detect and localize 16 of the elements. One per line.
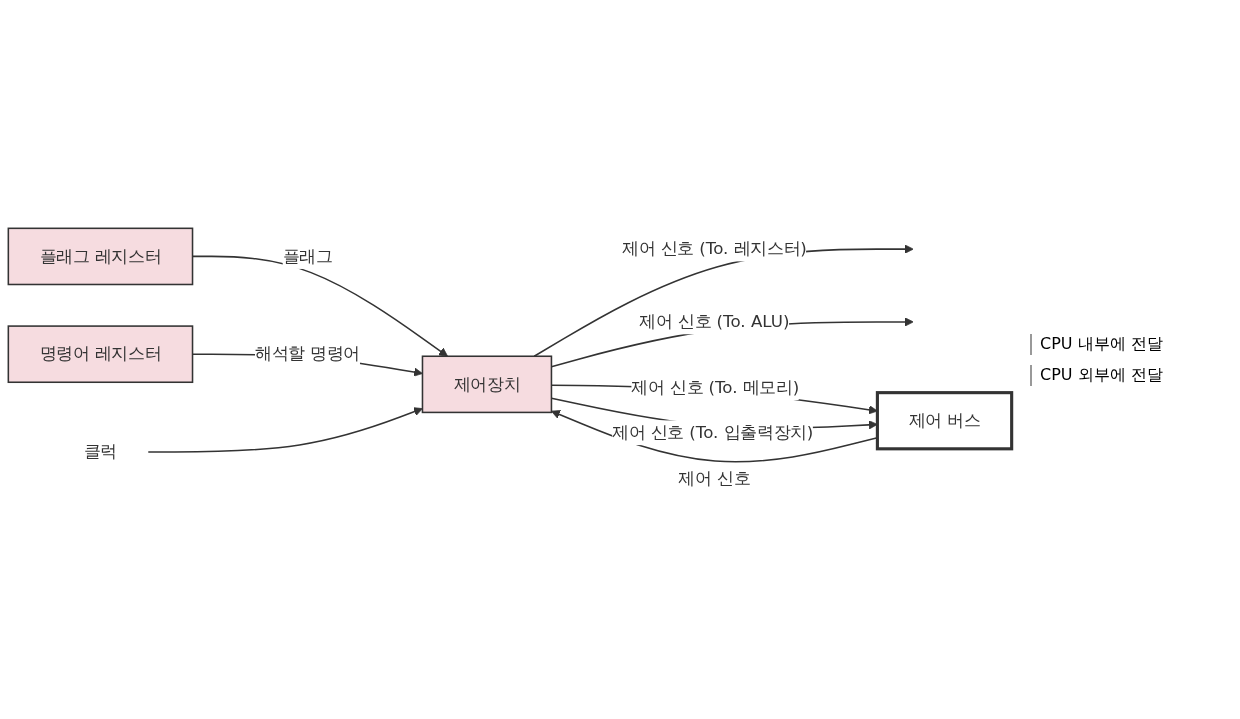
edge-label: 제어 신호 (To. ALU) bbox=[639, 311, 790, 331]
bracket-note: CPU 외부에 전달 bbox=[1030, 364, 1230, 386]
edge-label: 제어 신호 (To. 레지스터) bbox=[622, 238, 807, 259]
node-box: 플래그 레지스터 bbox=[7, 227, 194, 285]
bracket-note: CPU 내부에 전달 bbox=[1030, 333, 1230, 355]
edge-label: 제어 신호 (To. 메모리) bbox=[631, 376, 800, 397]
arrow bbox=[147, 406, 423, 453]
edge-label: 플래그 bbox=[282, 245, 333, 266]
node-box: 명령어 레지스터 bbox=[7, 324, 194, 383]
edge-label: 제어 신호 (To. 입출력장치) bbox=[612, 422, 814, 442]
arrow bbox=[533, 244, 914, 357]
edge-label: 제어 신호 bbox=[678, 468, 751, 488]
node-text: 클럭 bbox=[83, 441, 118, 461]
node-box: 제어장치 bbox=[421, 355, 553, 413]
edge-label: 해석할 명령어 bbox=[254, 343, 361, 364]
node-box: 제어 버스 bbox=[875, 390, 1014, 450]
